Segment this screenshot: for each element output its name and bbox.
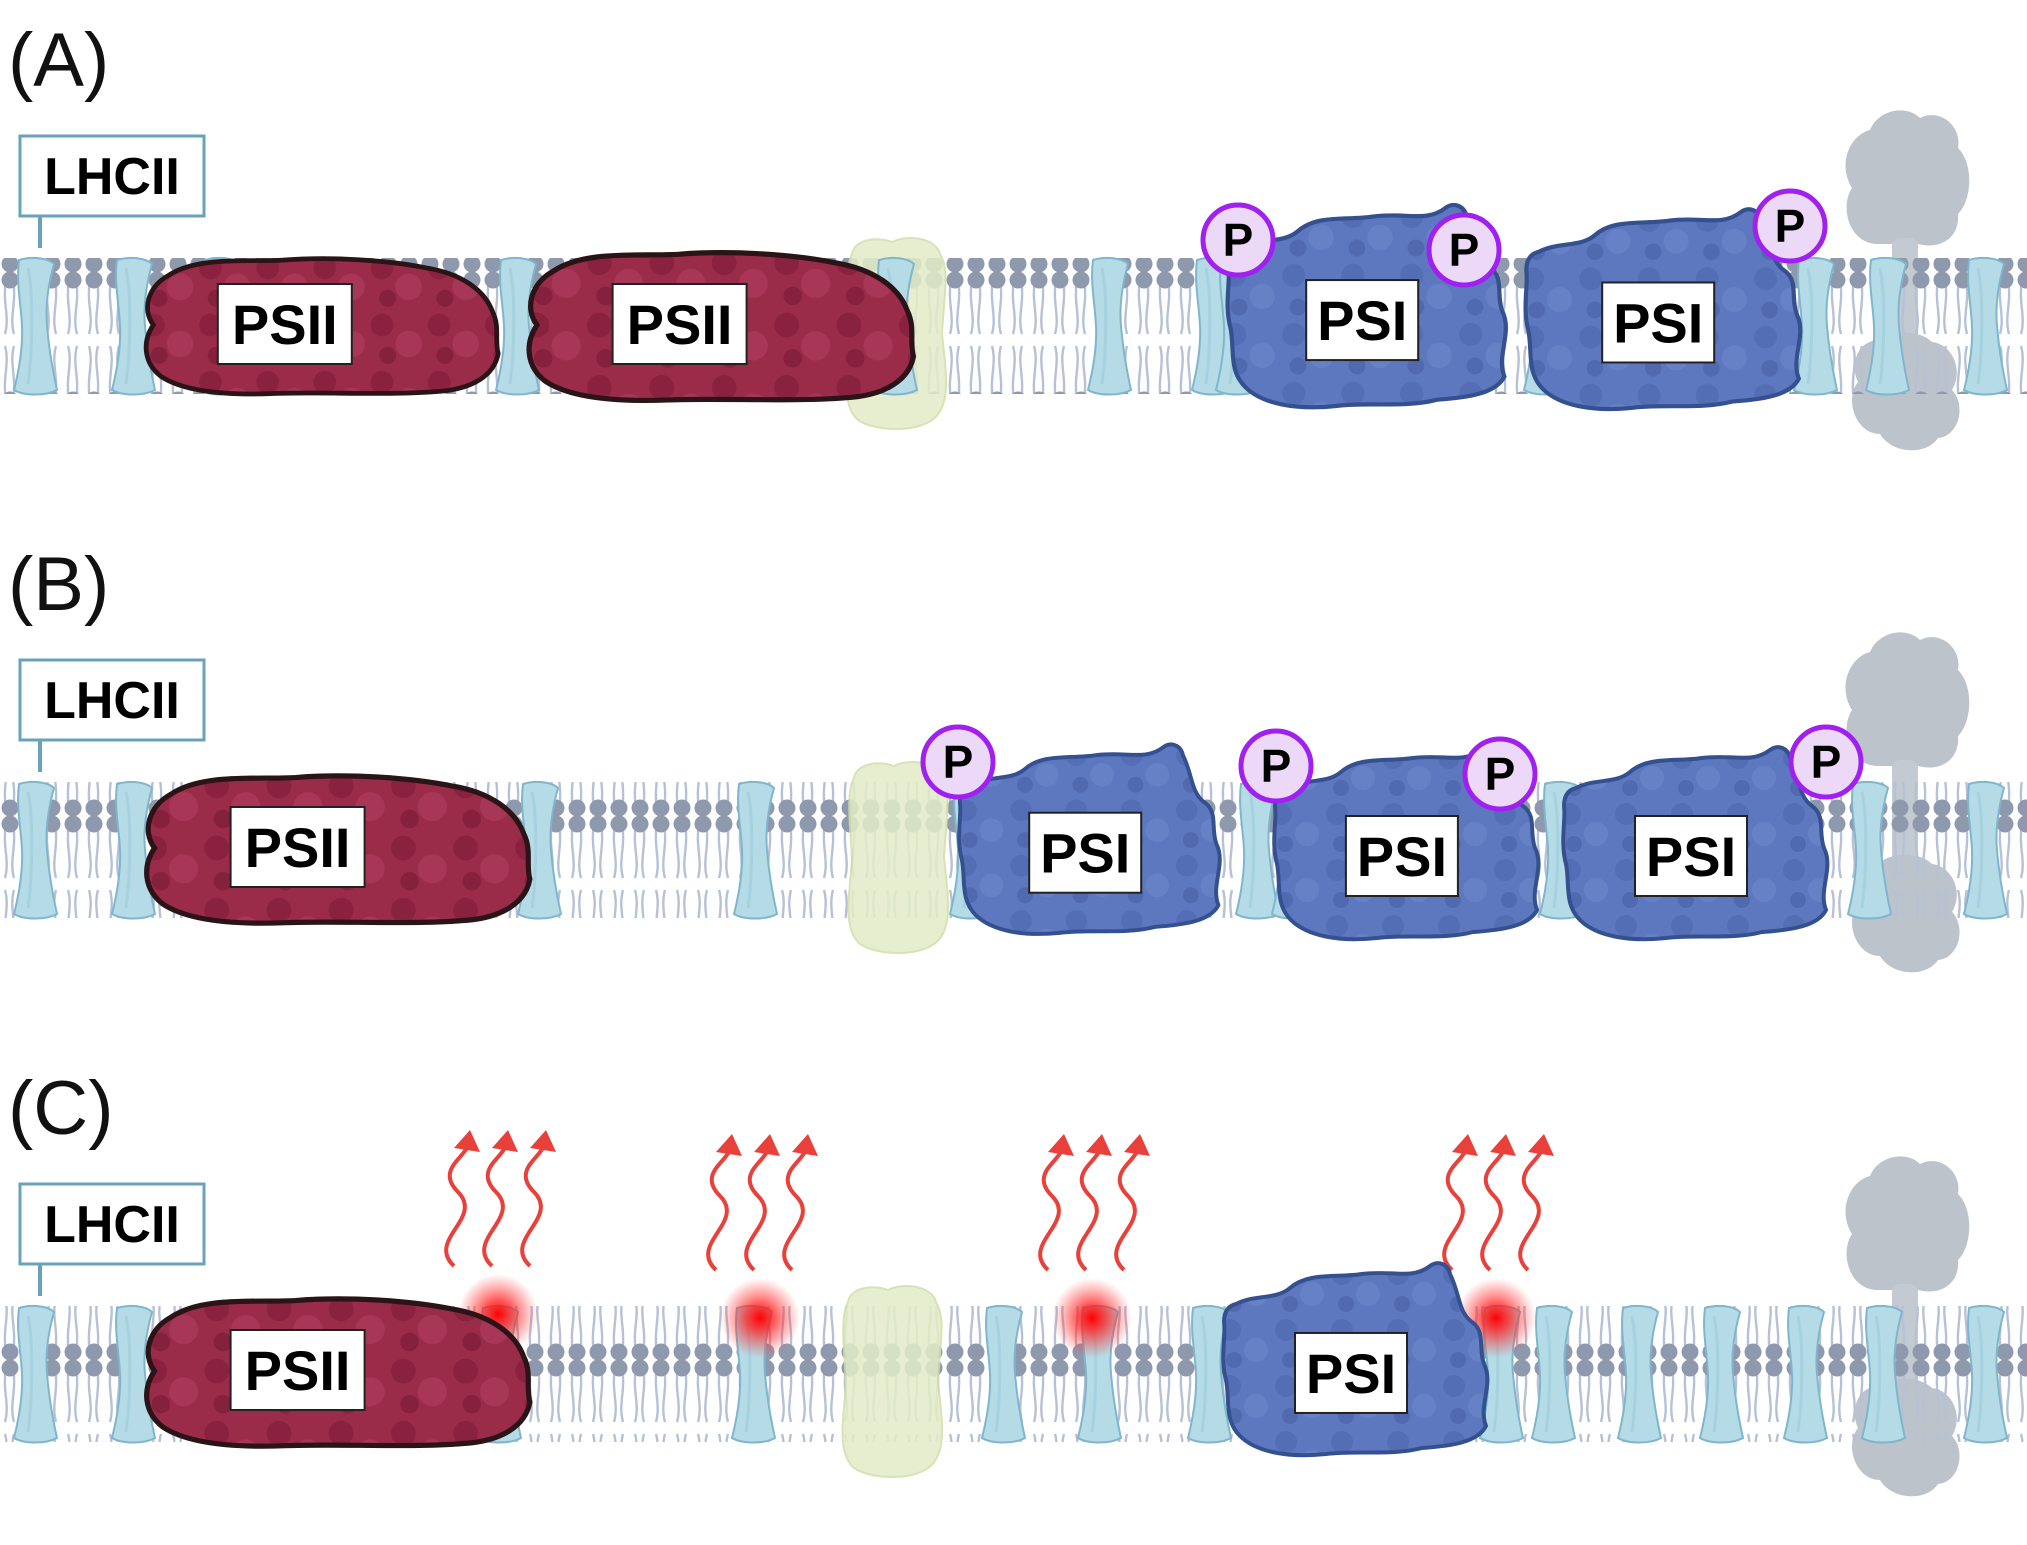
panel-letter: (B) — [8, 542, 109, 627]
psii-box — [216, 283, 353, 365]
phospho-mark-circle — [1238, 728, 1314, 804]
psii-complex: PSII — [147, 776, 530, 923]
phospho-mark-label: P — [1811, 736, 1842, 788]
psii-box — [229, 806, 366, 888]
heat-arrowhead — [754, 1134, 780, 1156]
psi-complex: PSI — [1274, 747, 1538, 939]
heat-wave — [1038, 1145, 1064, 1272]
psi-complex: PSI — [959, 744, 1220, 933]
heat-wave — [1076, 1145, 1102, 1272]
lhcii-label: LHCII — [44, 672, 180, 730]
lhcii-box — [18, 658, 206, 742]
psi-complex: PSI — [1228, 205, 1506, 407]
psi-box — [1601, 281, 1716, 364]
heat-wave — [444, 1141, 470, 1268]
quenching-glow — [1052, 1278, 1132, 1358]
phospho-mark-circle — [1752, 188, 1828, 264]
heat-emission — [1038, 1134, 1150, 1272]
psi-complex: PSI — [1561, 745, 1830, 942]
quenching-glow — [720, 1278, 800, 1358]
heat-arrowhead — [1048, 1134, 1074, 1156]
heat-arrowhead — [1528, 1134, 1554, 1156]
psi-box — [1634, 815, 1748, 897]
psii-label: PSII — [627, 293, 733, 356]
lhcii-label: LHCII — [44, 1196, 180, 1254]
psii-complex: PSII — [529, 253, 913, 401]
heat-arrowhead — [454, 1130, 480, 1152]
heat-wave — [706, 1145, 732, 1272]
heat-arrowhead — [492, 1130, 518, 1152]
panel-letter: (A) — [8, 18, 109, 103]
panel-c: (C) LHCII PSII PSI — [0, 1066, 2027, 1497]
heat-arrowhead — [716, 1134, 742, 1156]
psi-box — [1294, 1331, 1408, 1414]
lhcii-callout: LHCII — [18, 134, 206, 248]
phospho-mark-circle — [920, 724, 996, 800]
panel-b: (B) LHCII PSII PSI PSI PSI P P P P — [0, 542, 2027, 973]
psi-label: PSI — [1040, 822, 1130, 885]
heat-wave — [744, 1145, 770, 1272]
lhcii-label: LHCII — [44, 148, 180, 206]
heat-emission — [444, 1130, 556, 1268]
lhcii-callout: LHCII — [18, 658, 206, 772]
panels: (A) LHCII PSII PSII PSI PSI P P P (B) LHCII PSII PSI… — [0, 18, 2027, 1497]
heat-wave — [1114, 1145, 1140, 1272]
heat-arrowhead — [1086, 1134, 1112, 1156]
psi-label: PSI — [1317, 289, 1407, 352]
heat-emission — [706, 1134, 818, 1272]
phospho-mark-label: P — [1449, 224, 1480, 276]
panel-a: (A) LHCII PSII PSII PSI PSI P P P — [0, 18, 2027, 451]
phospho-mark-circle — [1426, 212, 1502, 288]
heat-arrowhead — [1452, 1134, 1478, 1156]
phospho-mark-label: P — [1485, 748, 1516, 800]
psi-label: PSI — [1646, 825, 1736, 888]
psi-complex: PSI — [1223, 1263, 1487, 1455]
heat-emission — [1442, 1134, 1554, 1272]
heat-arrowhead — [1490, 1134, 1516, 1156]
heat-wave — [1518, 1145, 1544, 1272]
heat-arrowhead — [1124, 1134, 1150, 1156]
psii-box — [229, 1329, 366, 1411]
phospho-mark-label: P — [1775, 200, 1806, 252]
lhcii-box — [18, 134, 206, 218]
cytochrome-b6f — [847, 761, 950, 954]
phospho-mark-circle — [1462, 736, 1538, 812]
psi-label: PSI — [1613, 291, 1703, 354]
phospho-mark-label: P — [1261, 740, 1292, 792]
psii-label: PSII — [232, 293, 338, 356]
heat-wave — [482, 1141, 508, 1268]
phospho-mark-label: P — [1223, 214, 1254, 266]
heat-wave — [1442, 1145, 1468, 1272]
phospho-mark-circle — [1200, 202, 1276, 278]
heat-arrowhead — [792, 1134, 818, 1156]
phospho-mark-circle — [1788, 724, 1864, 800]
psi-label: PSI — [1306, 1342, 1396, 1405]
psii-complex: PSII — [147, 1299, 530, 1446]
psi-box — [1305, 279, 1420, 362]
heat-arrowhead — [530, 1130, 556, 1152]
cytochrome-b6f — [841, 1285, 944, 1478]
lhcii-callout: LHCII — [18, 1182, 206, 1296]
phospho-mark-label: P — [943, 736, 974, 788]
psi-box — [1028, 811, 1143, 894]
lhcii-box — [18, 1182, 206, 1266]
psii-label: PSII — [245, 1339, 351, 1402]
psii-box — [611, 283, 748, 365]
panel-letter: (C) — [8, 1066, 114, 1151]
heat-wave — [782, 1145, 808, 1272]
psi-complex: PSI — [1526, 209, 1801, 409]
psi-label: PSI — [1357, 825, 1447, 888]
psii-complex: PSII — [146, 259, 498, 394]
heat-wave — [520, 1141, 546, 1268]
psii-label: PSII — [245, 816, 351, 879]
heat-wave — [1480, 1145, 1506, 1272]
psi-box — [1344, 815, 1459, 897]
